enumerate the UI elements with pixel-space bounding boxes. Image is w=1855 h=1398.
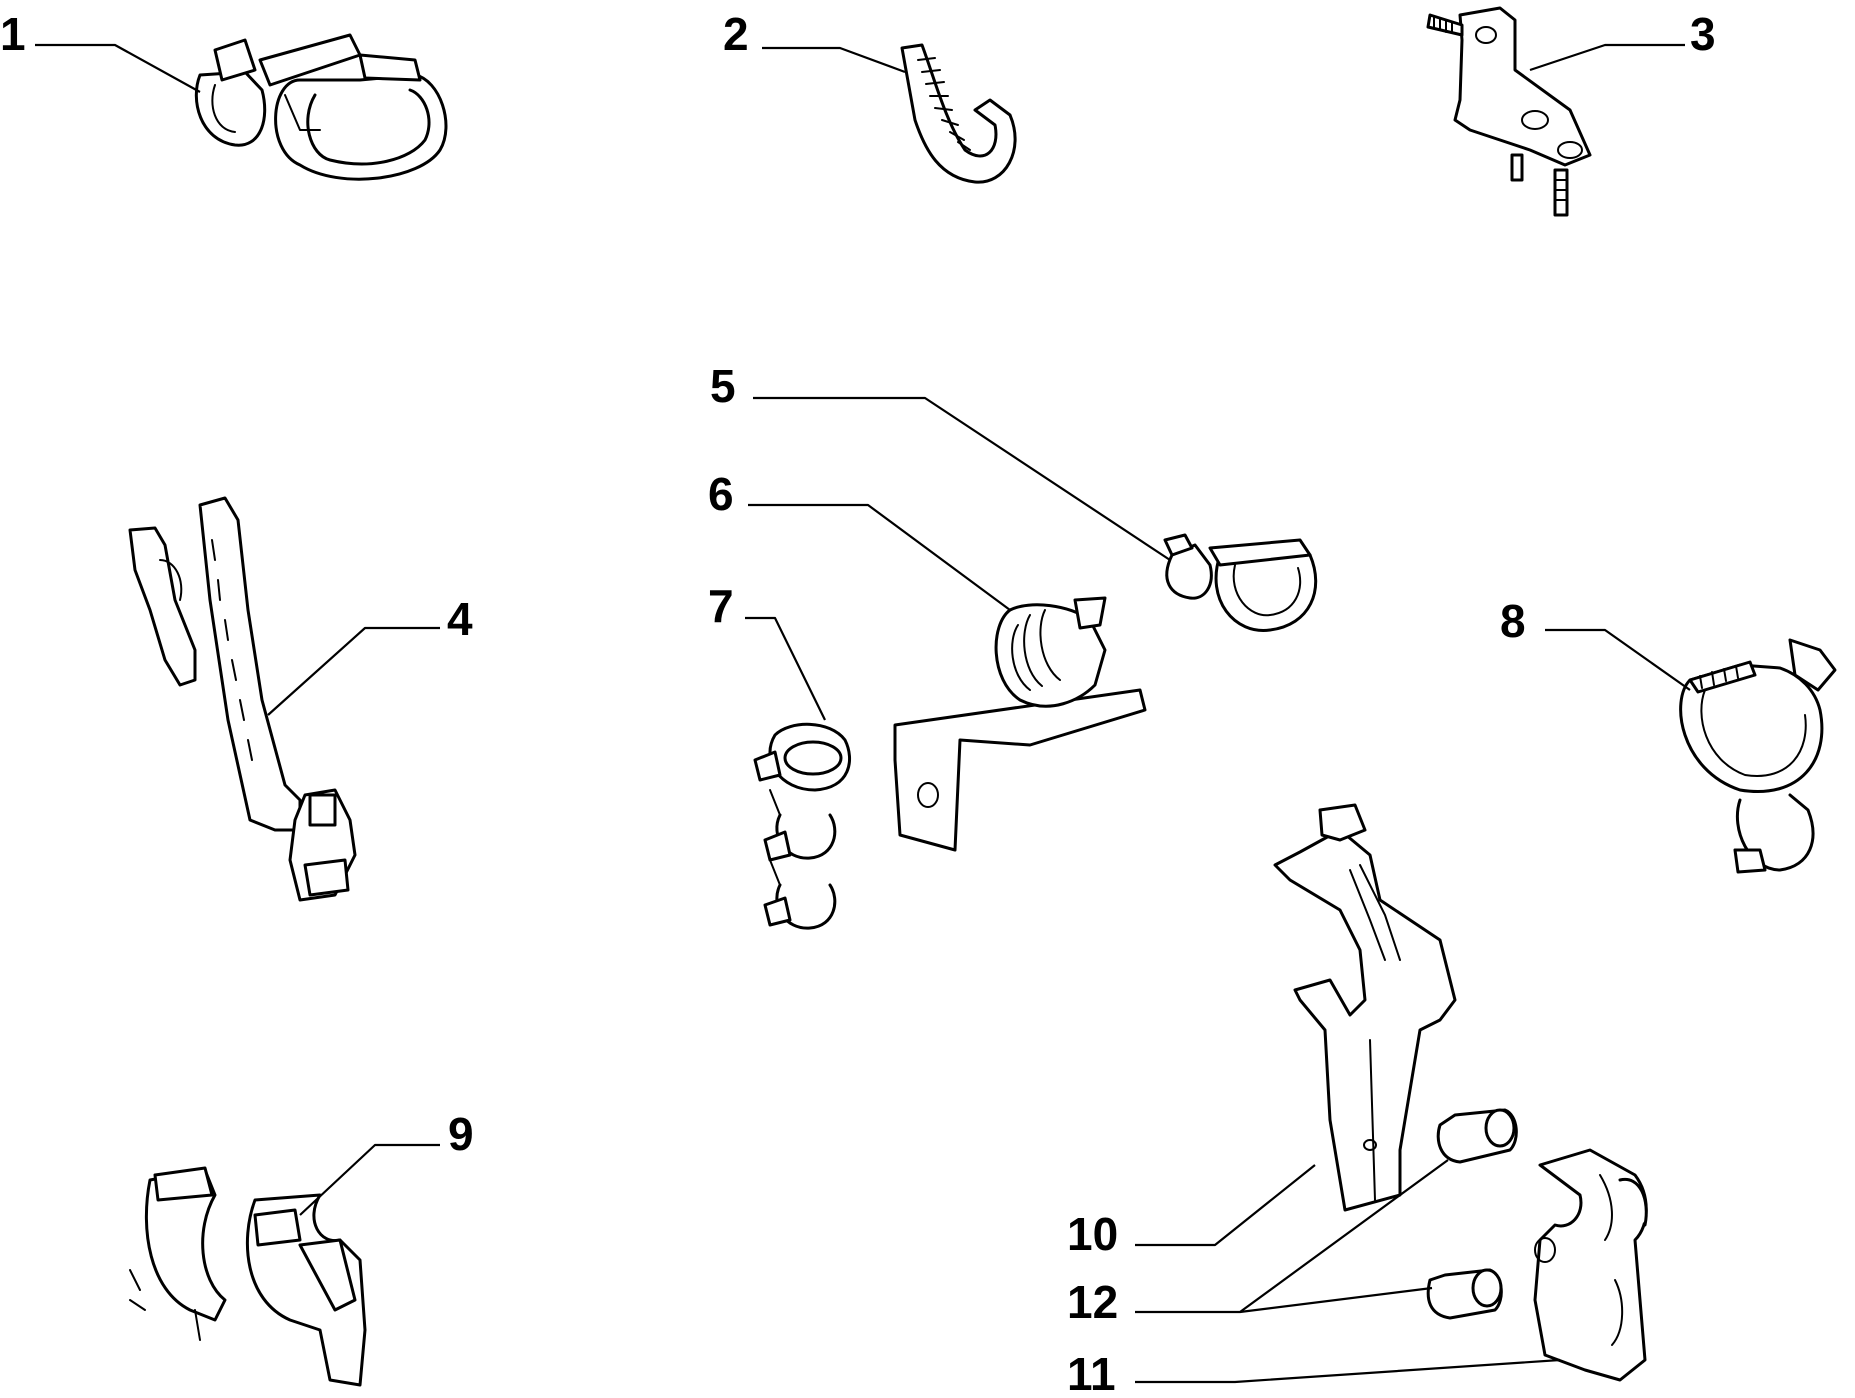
part-2-ratchet-hook-clip — [900, 43, 1017, 184]
callout-7: 7 — [708, 580, 734, 632]
leader-6 — [748, 503, 1011, 611]
part-10-tall-bracket — [1273, 803, 1457, 1212]
leader-2 — [762, 46, 906, 74]
leader-7 — [745, 616, 826, 721]
leader-8 — [1545, 628, 1691, 691]
callout-labels: 1 2 3 4 5 6 7 8 9 10 12 11 — [0, 8, 1716, 1398]
part-9-double-open-clip — [129, 1166, 367, 1387]
callout-11: 11 — [1067, 1348, 1116, 1398]
part-1-double-pipe-clip — [194, 33, 448, 181]
callout-1: 1 — [0, 8, 26, 60]
leader-12b — [1239, 1286, 1433, 1314]
part-8-band-clip — [1679, 638, 1837, 874]
callout-4: 4 — [447, 593, 473, 645]
part-7-triple-stacked-clip — [753, 722, 852, 930]
leader-3 — [1529, 43, 1685, 72]
callout-9: 9 — [448, 1108, 474, 1160]
callout-12: 12 — [1067, 1276, 1118, 1328]
part-11-saddle-bracket — [1533, 1148, 1648, 1382]
leader-lines — [35, 43, 1691, 1384]
part-5-small-double-clip — [1163, 533, 1318, 632]
leader-4 — [267, 626, 440, 716]
callout-5: 5 — [710, 360, 736, 412]
leader-1 — [35, 43, 201, 93]
part-6-angle-bracket-clip — [893, 596, 1147, 852]
part-4-long-arm-clip — [128, 496, 357, 902]
callout-3: 3 — [1690, 8, 1716, 60]
callout-6: 6 — [708, 468, 734, 520]
callout-8: 8 — [1500, 595, 1526, 647]
leader-10 — [1135, 1164, 1316, 1247]
part-3-stud-bracket — [1426, 6, 1592, 217]
leader-5 — [753, 396, 1171, 561]
part-12-spacer-sleeves — [1426, 1108, 1518, 1320]
callout-10: 10 — [1067, 1208, 1118, 1260]
leader-9 — [299, 1143, 440, 1216]
leader-11 — [1135, 1358, 1561, 1384]
callout-2: 2 — [723, 8, 749, 60]
